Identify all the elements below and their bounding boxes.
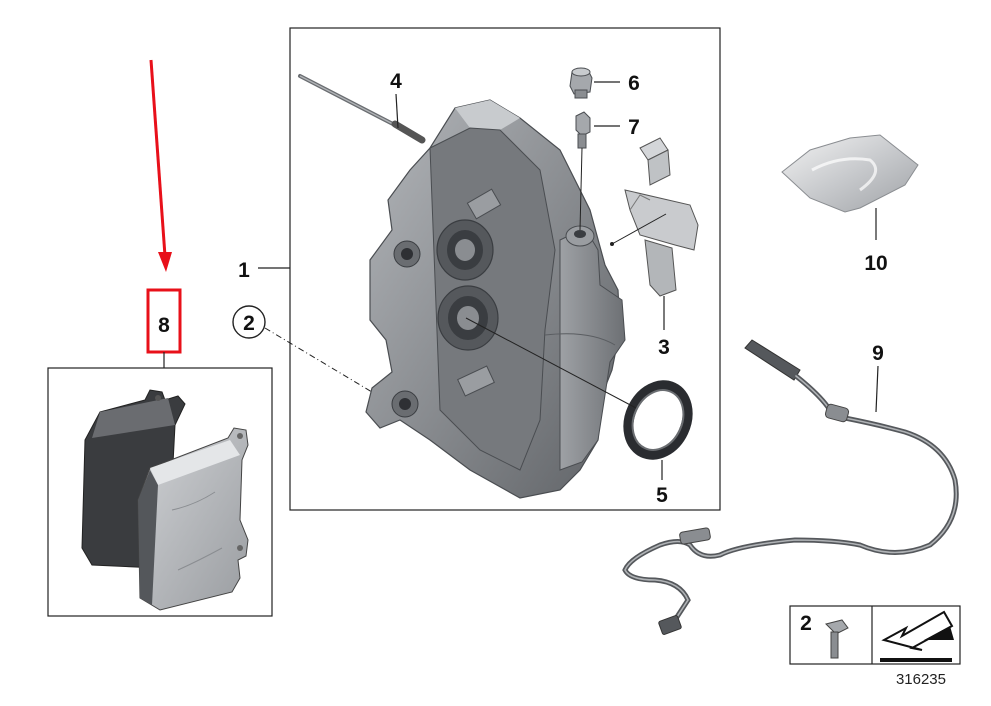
callout-9-leader: [875, 365, 879, 413]
brake-pads-illustration[interactable]: [81, 389, 249, 611]
piston-seal-illustration[interactable]: [617, 376, 698, 465]
callout-2[interactable]: 2: [243, 312, 255, 335]
callout-2-leader: [264, 327, 373, 393]
seal-leader: [465, 317, 637, 409]
callout-6[interactable]: 6: [628, 72, 640, 95]
bleeder-screw-illustration[interactable]: [575, 111, 591, 231]
wear-sensor-illustration[interactable]: [622, 339, 959, 635]
callout-10[interactable]: 10: [864, 252, 887, 275]
red-arrow-pointer: [149, 59, 167, 257]
callout-4[interactable]: 4: [390, 70, 402, 93]
legend-bolt-qty: 2: [800, 612, 812, 635]
callout-9[interactable]: 9: [872, 342, 884, 365]
brake-caliper-illustration[interactable]: [365, 99, 626, 499]
spring-clip-leader: [611, 213, 667, 245]
bolt-icon: [825, 619, 849, 659]
brake-pad-box: [47, 367, 273, 617]
grease-packet-illustration[interactable]: [781, 134, 919, 213]
removal-arrow-icon: [880, 610, 954, 662]
callout-7[interactable]: 7: [628, 116, 640, 139]
spring-clip-illustration[interactable]: [624, 137, 699, 297]
callout-3[interactable]: 3: [658, 336, 670, 359]
callout-5[interactable]: 5: [656, 484, 668, 507]
callout-4-leader: [395, 93, 399, 129]
bleeder-cap-illustration[interactable]: [569, 67, 593, 99]
callout-2-circle: [232, 305, 266, 339]
callout-1[interactable]: 1: [238, 259, 250, 282]
diagram-number: 316235: [896, 671, 946, 688]
red-arrow-head-icon: [158, 252, 172, 272]
guide-pin-illustration[interactable]: [298, 74, 426, 144]
callout-8[interactable]: 8: [158, 314, 170, 337]
caliper-assembly-box: [289, 27, 721, 511]
